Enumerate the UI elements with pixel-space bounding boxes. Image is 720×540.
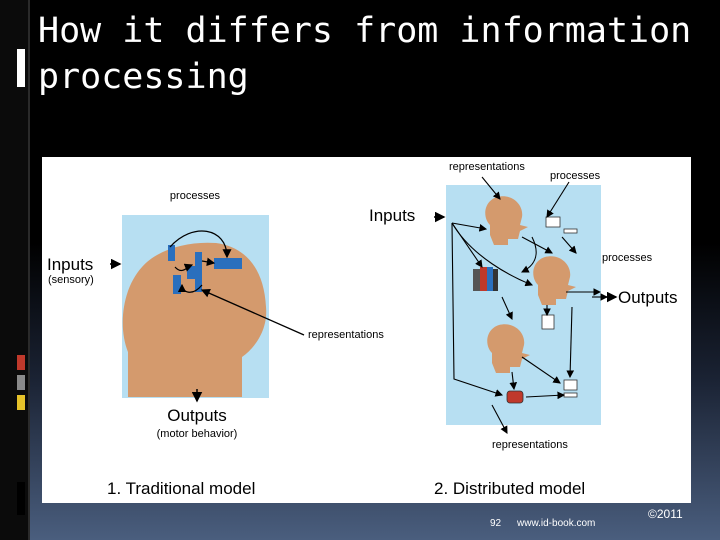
- left-sidebar-strip: [0, 0, 28, 540]
- label-outputs-traditional: Outputs: [167, 406, 227, 425]
- page-number: 92: [490, 518, 502, 529]
- accent-bar-gray: [17, 375, 25, 390]
- telephone-icon: [506, 390, 524, 404]
- label-representations-top: representations: [449, 161, 525, 173]
- distributed-head-icon: [487, 324, 530, 373]
- footer-url: www.id-book.com: [517, 518, 596, 529]
- label-processes-traditional: processes: [170, 190, 221, 202]
- footer-copyright: ©2011: [648, 507, 683, 521]
- accent-bar-red: [17, 355, 25, 370]
- label-representations-shared: representations: [308, 329, 384, 341]
- label-processes-right: processes: [602, 252, 653, 264]
- accent-bar-white: [17, 49, 25, 87]
- printer-icon: [541, 314, 555, 330]
- accent-bar-black: [17, 482, 25, 515]
- distributed-head-icon: [533, 256, 576, 305]
- distributed-panel: [446, 185, 601, 425]
- books-icon: [473, 267, 498, 291]
- slide-title: How it differs from information processi…: [38, 11, 692, 97]
- computer-icon: [545, 216, 561, 228]
- traditional-head-icon: [122, 242, 267, 397]
- label-inputs-traditional: Inputs: [47, 255, 93, 274]
- keyboard-icon: [563, 392, 578, 398]
- label-processes-top: processes: [550, 170, 601, 182]
- computer-icon: [563, 379, 578, 391]
- label-inputs-sensory: (sensory): [48, 274, 94, 286]
- caption-traditional-model: 1. Traditional model: [107, 479, 255, 498]
- process-blocks-icon: [168, 245, 242, 294]
- label-inputs-distributed: Inputs: [369, 206, 415, 225]
- caption-distributed-model: 2. Distributed model: [434, 479, 585, 498]
- label-outputs-distributed: Outputs: [618, 288, 678, 307]
- keyboard-icon: [563, 228, 578, 234]
- distributed-head-icon: [485, 196, 528, 245]
- accent-bar-yellow: [17, 395, 25, 410]
- label-representations-bottom: representations: [492, 439, 568, 451]
- cognition-models-figure: processes Inputs (sensory) Outputs (moto…: [42, 157, 691, 503]
- label-outputs-motor: (motor behavior): [157, 428, 238, 440]
- left-divider-line: [28, 0, 30, 540]
